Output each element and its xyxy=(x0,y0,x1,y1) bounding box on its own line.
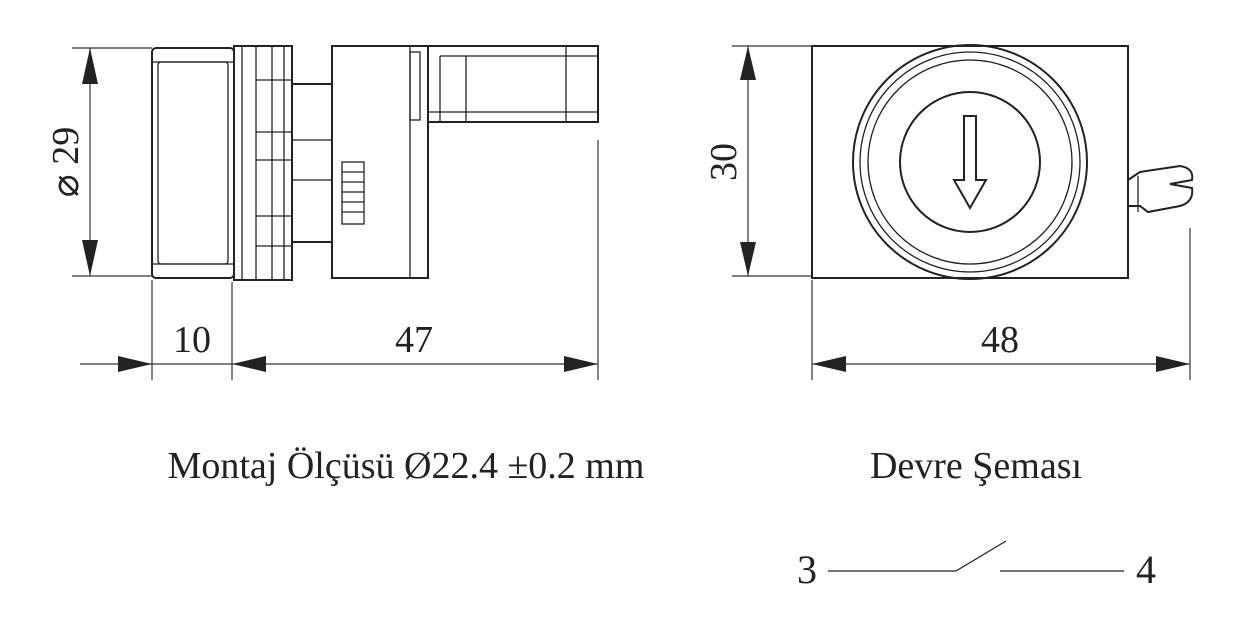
width-dimension: 48 xyxy=(812,319,1190,372)
front-length-label: 10 xyxy=(173,319,211,361)
diameter-dimension: ⌀ 29 xyxy=(45,48,98,276)
switch-contact xyxy=(955,540,1007,572)
circuit-schematic: 3 4 xyxy=(797,540,1156,592)
body-length-label: 47 xyxy=(395,319,433,361)
circuit-caption: Devre Şeması xyxy=(870,445,1082,487)
terminal-block xyxy=(427,45,599,123)
width-label: 48 xyxy=(981,319,1019,361)
diameter-label: ⌀ 29 xyxy=(45,127,87,197)
shaft xyxy=(292,83,332,243)
button-face xyxy=(899,91,1041,233)
side-latch xyxy=(1127,164,1194,214)
length-dimensions: 10 47 xyxy=(80,319,598,372)
terminal-right-label: 4 xyxy=(1136,547,1156,592)
height-label: 30 xyxy=(703,143,745,181)
down-arrow-icon xyxy=(952,115,988,211)
button-cap xyxy=(151,47,235,279)
contact-block xyxy=(331,45,429,279)
height-dimension: 30 xyxy=(703,46,756,276)
outer-bezel xyxy=(852,44,1088,280)
front-view: 30 48 xyxy=(703,44,1194,380)
terminal-left-label: 3 xyxy=(797,547,817,592)
side-view: ⌀ 29 10 47 xyxy=(45,45,599,380)
mounting-caption: Montaj Ölçüsü Ø22.4 ±0.2 mm xyxy=(168,445,645,487)
bezel-ring xyxy=(233,45,293,281)
